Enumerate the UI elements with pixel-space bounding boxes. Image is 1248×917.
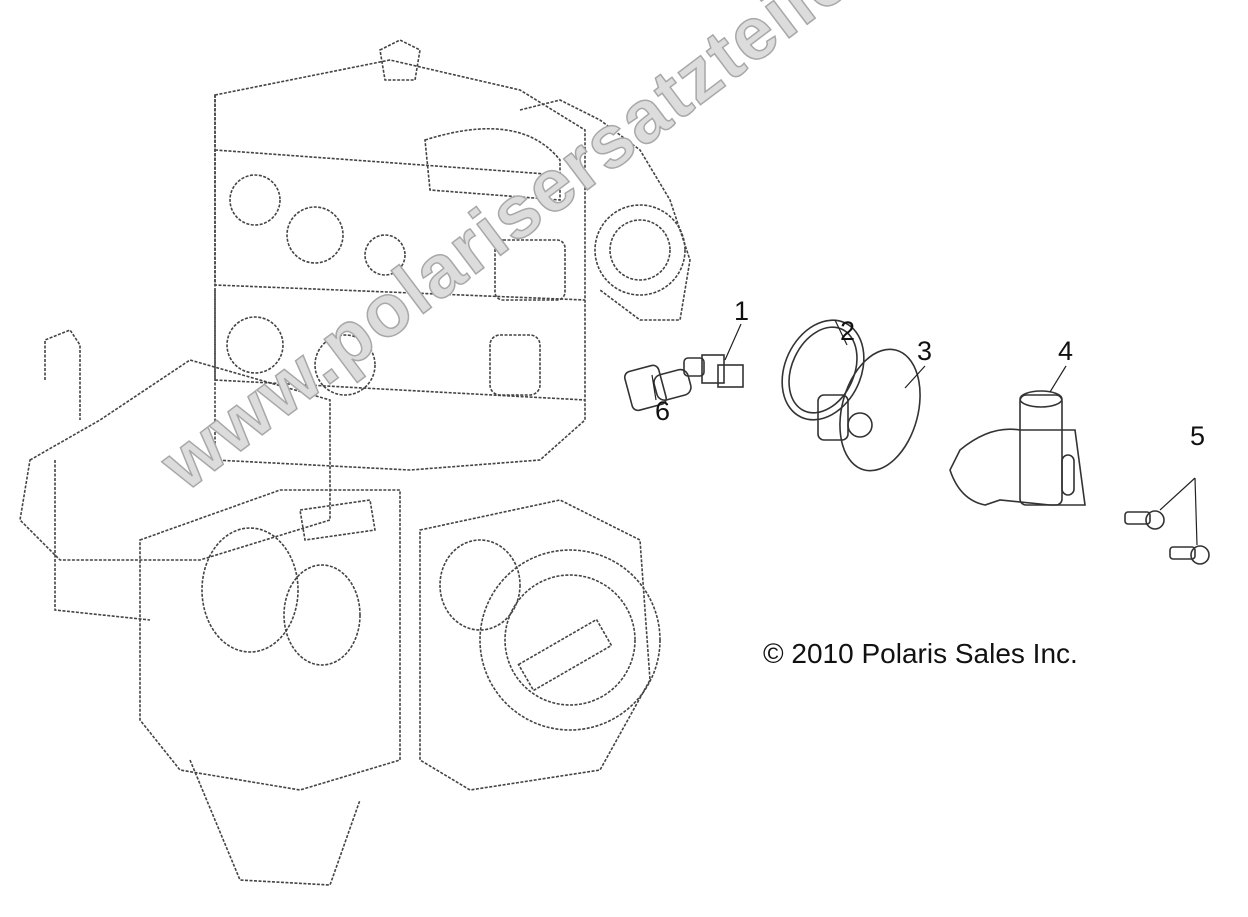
o-ring-part-2	[781, 319, 865, 421]
callout-4: 4	[1058, 336, 1074, 366]
housing-part-4	[949, 390, 1086, 506]
leader-lines	[651, 319, 1198, 546]
copyright-notice: © 2010 Polaris Sales Inc.	[763, 638, 1078, 669]
thermostat-part-3	[817, 348, 921, 472]
bolts-part-5	[1124, 510, 1210, 565]
callout-3: 3	[917, 336, 933, 366]
engine-assembly	[19, 39, 691, 886]
callout-2: 2	[840, 316, 856, 346]
callout-1: 1	[734, 296, 750, 326]
fitting-part-6	[623, 364, 692, 412]
callout-5: 5	[1190, 421, 1206, 451]
callout-6: 6	[655, 396, 671, 426]
sensor-part-1	[683, 354, 744, 388]
parts	[623, 319, 1210, 565]
